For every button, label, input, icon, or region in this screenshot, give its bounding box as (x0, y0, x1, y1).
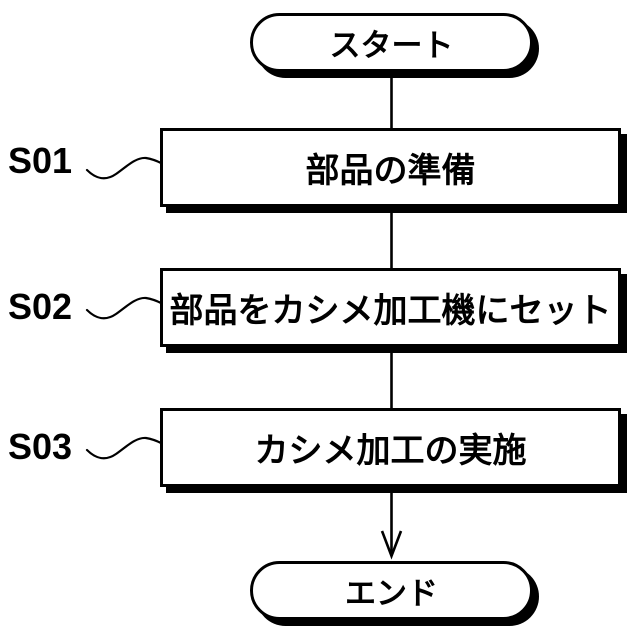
arrow-down-icon (380, 530, 403, 560)
start-terminal-label: スタート (329, 28, 454, 63)
step-id-s03-text: S03 (8, 425, 73, 467)
start-terminal: スタート (250, 13, 533, 72)
process-box-s03: カシメ加工の実施 (160, 408, 621, 487)
end-terminal: エンド (250, 561, 533, 620)
process-box-s01: 部品の準備 (160, 128, 621, 207)
process-box-s02: 部品をカシメ加工機にセット (160, 268, 621, 347)
process-box-s02-label: 部品をカシメ加工機にセット (169, 292, 612, 330)
step-id-s02: S02 (8, 267, 88, 346)
process-box-s03-label: カシメ加工の実施 (254, 432, 527, 470)
process-box-s01-label: 部品の準備 (305, 152, 476, 190)
step-id-s01-text: S01 (8, 139, 73, 181)
end-terminal-label: エンド (345, 576, 438, 611)
step-id-s03: S03 (8, 407, 88, 486)
step-id-s01: S01 (8, 121, 88, 200)
squiggle-connector-s03 (85, 436, 163, 460)
squiggle-connector-s01 (85, 156, 163, 180)
squiggle-connector-s02 (85, 296, 163, 320)
step-id-s02-text: S02 (8, 285, 73, 327)
